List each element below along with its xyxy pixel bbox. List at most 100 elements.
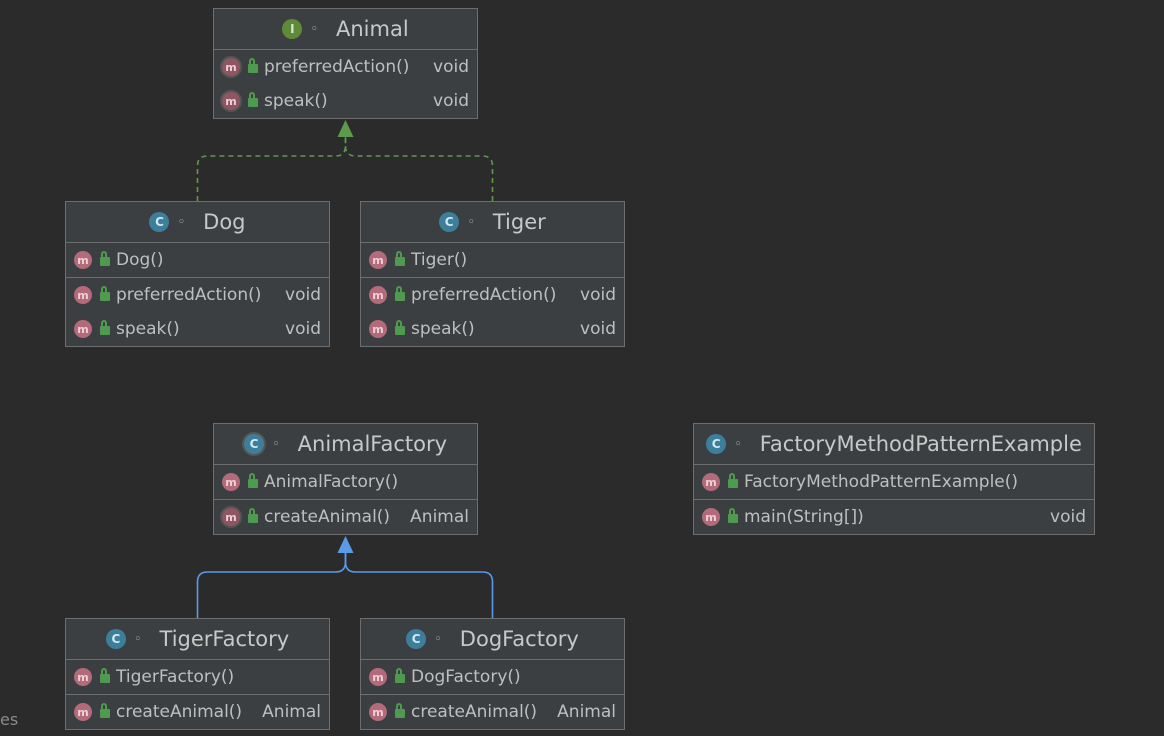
member-return-type: void — [285, 319, 321, 339]
method-icon: m — [702, 473, 720, 491]
member-name: AnimalFactory() — [264, 472, 399, 492]
member-row[interactable]: m speak() void — [214, 84, 477, 118]
edge-dog-to-animal[interactable] — [196, 131, 347, 201]
node-title: FactoryMethodPatternExample — [759, 432, 1082, 456]
node-title: Dog — [203, 210, 246, 234]
method-icon: m — [369, 703, 387, 721]
method-icon: m — [702, 508, 720, 526]
node-title: DogFactory — [459, 627, 579, 651]
member-row[interactable]: m preferredAction() void — [66, 278, 329, 312]
public-lock-icon — [100, 251, 110, 266]
member-return-type: Animal — [262, 702, 321, 722]
node-animal[interactable]: I◦Animal m preferredAction() void m speak() vo… — [213, 8, 478, 119]
interface-icon: I — [282, 19, 303, 39]
public-lock-icon — [728, 473, 738, 488]
public-lock-icon — [248, 473, 258, 488]
public-lock-icon — [395, 320, 405, 335]
abstract-method-icon: m — [222, 58, 240, 76]
node-header: I◦Animal — [214, 9, 477, 50]
member-name: main(String[]) — [744, 507, 864, 527]
package-visibility-icon: ◦ — [434, 631, 442, 647]
public-lock-icon — [395, 703, 405, 718]
node-header: C◦Tiger — [361, 202, 624, 243]
runnable-class-icon: C — [706, 434, 727, 454]
arrowhead-animal — [337, 120, 354, 137]
node-header: C ◦ DogFactory — [361, 619, 624, 660]
node-title: Animal — [336, 17, 409, 41]
method-icon: m — [74, 286, 92, 304]
public-lock-icon — [248, 508, 258, 523]
member-name: speak() — [264, 91, 328, 111]
member-name: createAnimal() — [264, 507, 391, 527]
abstract-method-icon: m — [222, 92, 240, 110]
method-icon: m — [74, 703, 92, 721]
member-section: m preferredAction() void m speak() void — [214, 50, 477, 118]
member-section: m AnimalFactory() — [214, 465, 477, 500]
corner-text: es — [0, 710, 19, 729]
package-visibility-icon: ◦ — [133, 631, 142, 647]
public-lock-icon — [100, 286, 110, 301]
member-name: DogFactory() — [411, 667, 521, 687]
abstract-method-icon: m — [222, 508, 240, 526]
member-return-type: void — [433, 91, 469, 111]
member-row[interactable]: m DogFactory() — [361, 660, 624, 694]
member-return-type: void — [433, 57, 469, 77]
member-return-type: void — [580, 285, 616, 305]
member-name: preferredAction() — [411, 285, 557, 305]
class-icon: C — [439, 212, 460, 232]
member-return-type: void — [1050, 507, 1086, 527]
member-name: preferredAction() — [264, 57, 410, 77]
member-return-type: void — [285, 285, 321, 305]
node-header: C◦TigerFactory — [66, 619, 329, 660]
class-icon: C — [105, 629, 126, 649]
public-lock-icon — [100, 320, 110, 335]
member-return-type: void — [580, 319, 616, 339]
member-name: createAnimal() — [411, 702, 538, 722]
member-section: m DogFactory() — [361, 660, 624, 695]
class-icon: C — [149, 212, 170, 232]
public-lock-icon — [395, 251, 405, 266]
public-lock-icon — [100, 668, 110, 683]
edge-tiger-to-animal[interactable] — [344, 131, 494, 201]
public-lock-icon — [728, 508, 738, 523]
member-name: Dog() — [116, 250, 164, 270]
edge-dog-factory-to-animal-factory[interactable] — [344, 547, 494, 618]
method-icon: m — [369, 668, 387, 686]
member-name: preferredAction() — [116, 285, 262, 305]
member-row[interactable]: m main(String[]) void — [694, 500, 1094, 534]
public-lock-icon — [248, 58, 258, 73]
method-icon: m — [222, 473, 240, 491]
member-row[interactable]: m AnimalFactory() — [214, 465, 477, 499]
public-lock-icon — [248, 92, 258, 107]
member-row[interactable]: m preferredAction() void — [214, 50, 477, 84]
method-icon: m — [369, 320, 387, 338]
public-lock-icon — [395, 286, 405, 301]
edge-tiger-factory-to-animal-factory[interactable] — [196, 547, 347, 618]
package-visibility-icon: ◦ — [734, 436, 742, 452]
class-icon: C — [406, 629, 427, 649]
abstract-class-icon: C — [243, 434, 264, 454]
member-name: speak() — [116, 319, 180, 339]
node-dog-factory[interactable]: C ◦ DogFactory m DogFactory() m createAnimal()… — [360, 618, 625, 730]
